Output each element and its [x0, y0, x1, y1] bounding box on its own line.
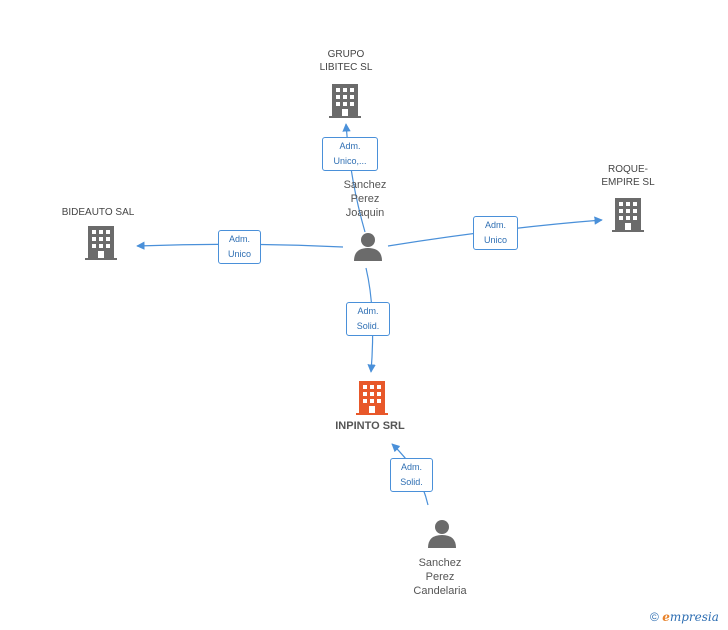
node-label-roque-empire[interactable]: ROQUE- EMPIRE SL	[601, 164, 655, 188]
node-label-bideauto[interactable]: BIDEAUTO SAL	[61, 207, 135, 218]
node-label-sanchez-joaquin[interactable]: Sanchez Perez Joaquin	[343, 179, 387, 219]
building-icon	[85, 226, 117, 260]
node-label-sanchez-candelaria[interactable]: Sanchez Perez Candelaria	[413, 557, 467, 597]
copyright-brand: © empresia	[650, 610, 719, 624]
edge-label-roque: Adm. Unico	[473, 216, 518, 250]
node-label-inpinto[interactable]: INPINTO SRL	[335, 420, 405, 432]
empresia-logo: empresia	[662, 610, 719, 624]
edge-label-grupo: Adm. Unico,...	[322, 137, 378, 171]
building-icon	[356, 381, 388, 415]
person-icon	[354, 233, 382, 261]
edge-label-inpinto-candelaria: Adm. Solid.	[390, 458, 433, 492]
building-icon	[612, 198, 644, 232]
copyright-icon: ©	[650, 610, 659, 624]
edge-label-inpinto-joaquin: Adm. Solid.	[346, 302, 390, 336]
person-icon	[428, 520, 456, 548]
node-label-grupo-libitec[interactable]: GRUPO LIBITEC SL	[319, 49, 373, 73]
building-icon	[329, 84, 361, 118]
edge-joaquin-to-grupo	[342, 123, 366, 233]
edge-label-bideauto: Adm. Unico	[218, 230, 261, 264]
